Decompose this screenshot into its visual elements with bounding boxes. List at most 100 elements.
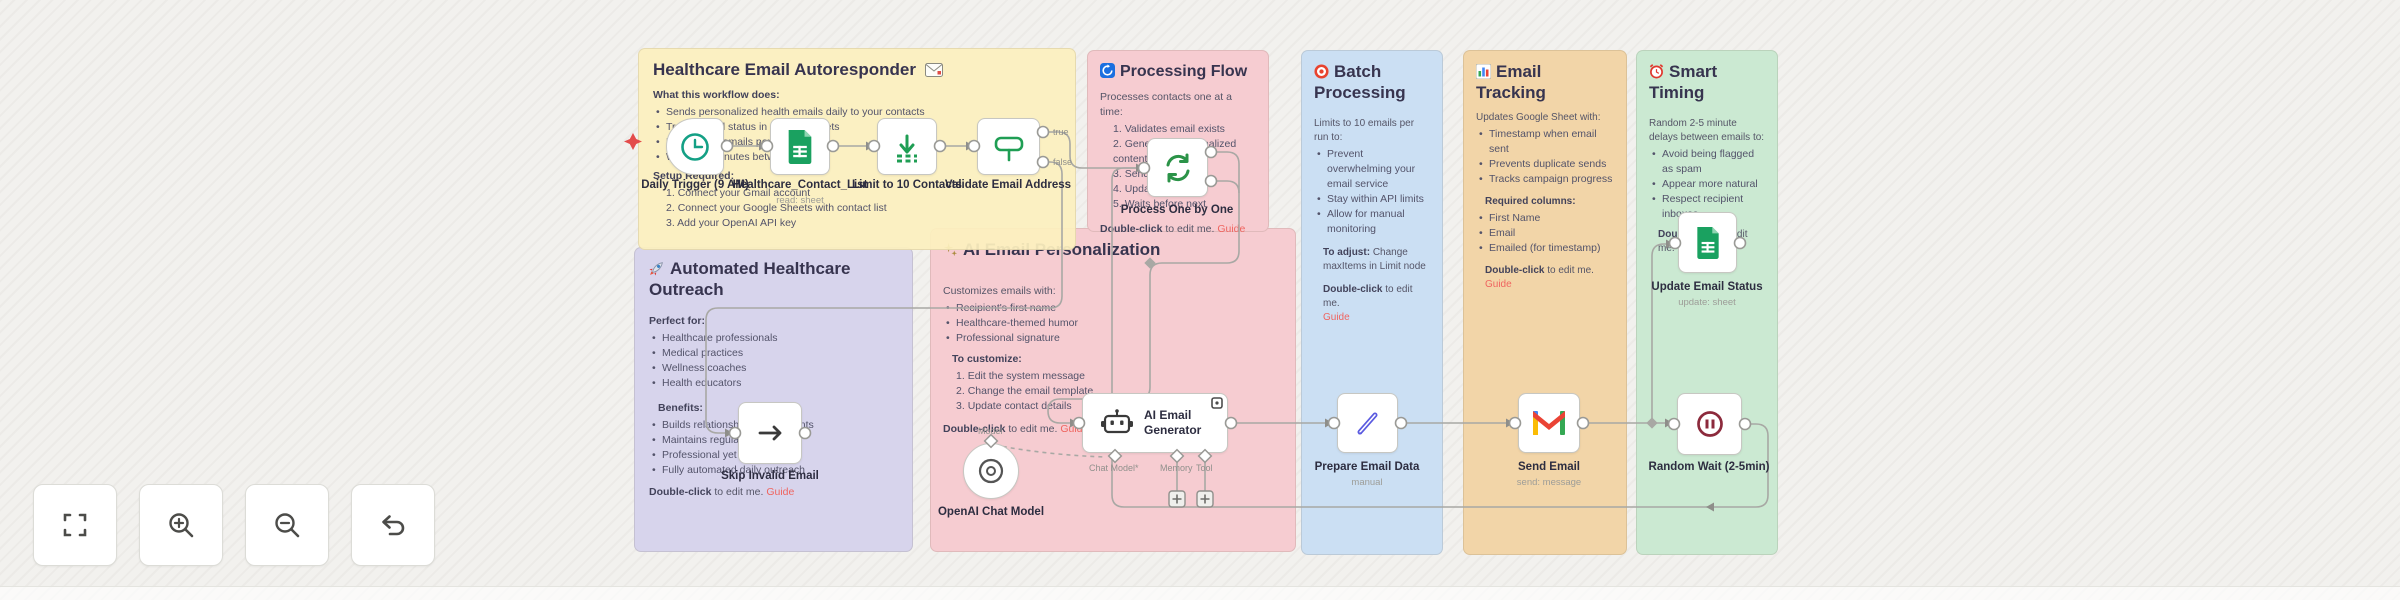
note-step: Add your OpenAI API key [677,217,797,229]
note-bullet: Allow for manual monitoring [1317,207,1430,237]
note-bullet: Recipient's first name [946,301,1281,316]
note-list: Connect your Gmail account Connect your … [653,186,1061,231]
robot-icon [1101,409,1133,434]
undo-button[interactable] [351,484,435,566]
note-bullet: Stay within API limits [1317,192,1430,207]
horizontal-scrollbar[interactable] [0,586,2400,600]
alarm-clock-icon [1649,64,1664,79]
node-send-email[interactable] [1518,393,1580,453]
note-title: Automated Healthcare Outreach [649,259,851,299]
node-label: Random Wait (2-5min) [1648,461,1770,473]
target-icon [1314,64,1329,79]
note-title: Batch Processing [1314,62,1406,102]
node-label: OpenAI Chat Model [937,506,1045,518]
node-prepare-email-data[interactable] [1337,393,1398,453]
port-label-memory: Memory [1160,463,1193,473]
note-step: Edit the system message [967,370,1085,382]
guide-link[interactable]: Guide [1217,223,1246,235]
zoom-in-icon [169,513,194,538]
note-title: Processing Flow [1100,61,1256,82]
node-daily-trigger[interactable] [666,118,724,175]
node-limit[interactable] [877,118,937,175]
undo-icon [382,515,405,536]
note-title: Healthcare Email Autoresponder [653,59,1061,80]
note-heading: Benefits: [658,402,703,414]
fit-view-icon [63,513,87,537]
openai-icon [978,458,1004,484]
gmail-icon [1533,411,1565,435]
sticky-note-personalization[interactable]: AI Email Personalization Customizes emai… [930,228,1296,552]
node-skip-invalid[interactable] [738,402,802,464]
arrow-right-icon [758,425,782,441]
switch-signpost-icon [994,136,1023,161]
note-intro: Limits to 10 emails per run to: [1314,118,1415,143]
port-label-tool: Tool [1196,463,1213,473]
note-bullet: Professional signature [946,331,1281,346]
note-heading: Required columns: [1485,196,1576,207]
zoom-out-icon [275,513,300,538]
node-sublabel: update: sheet [1678,297,1736,308]
google-sheets-icon [1696,226,1719,259]
rocket-icon [649,262,663,276]
schedule-clock-icon [681,132,709,161]
loop-icon [1166,153,1189,182]
note-bullet: Sends personalized health emails daily t… [656,105,1061,120]
note-bullet: Emailed (for timestamp) [1479,241,1614,256]
note-bullet: Tracks campaign progress [1479,172,1614,187]
zoom-out-button[interactable] [245,484,329,566]
note-list: Timestamp when email sent Prevents dupli… [1476,127,1614,187]
port-label-chat-model: Chat Model* [1089,463,1139,473]
note-intro: Updates Google Sheet with: [1476,112,1601,123]
output-label-false: false [1053,157,1073,167]
note-bullet: Healthcare-themed humor [946,316,1281,331]
note-bullet: Health educators [652,376,898,391]
node-sublabel: send: message [1516,477,1582,488]
node-process-one-by-one[interactable] [1147,138,1208,197]
note-bullet: Timestamp when email sent [1479,127,1614,157]
note-bullet: Appear more natural [1652,177,1765,192]
envelope-icon [924,63,943,77]
output-label-true: true [1053,127,1069,137]
note-bullet: Fully automated daily outreach [652,463,898,478]
note-tip: To adjust: Change maxItems in Limit node [1323,247,1426,272]
note-heading: Perfect for: [649,315,706,327]
node-random-wait[interactable] [1677,393,1742,455]
fit-view-button[interactable] [33,484,117,566]
node-sublabel: manual [1351,477,1383,488]
port-label-model: Model [978,426,1003,436]
node-validate-email[interactable] [977,118,1040,175]
note-list: First Name Email Emailed (for timestamp) [1476,211,1614,256]
node-label: Validate Email Address [944,179,1072,191]
note-title: Email Tracking [1475,62,1546,102]
node-label: Send Email [1518,461,1580,473]
note-intro: Customizes emails with: [943,285,1056,297]
node-update-email-status[interactable] [1678,212,1737,273]
note-intro: Processes contacts one at a time: [1100,91,1232,118]
note-title: Smart Timing [1649,62,1718,102]
guide-link[interactable]: Guide [766,486,795,498]
note-heading: What this workflow does: [653,89,780,101]
guide-link[interactable]: Guide [1323,312,1350,323]
note-list: Avoid being flagged as spam Appear more … [1649,147,1765,222]
note-heading: To customize: [952,353,1022,365]
node-openai-chat-model[interactable] [963,443,1019,499]
zoom-in-button[interactable] [139,484,223,566]
guide-link[interactable]: Guide [1485,279,1512,290]
note-bullet: Wellness coaches [652,361,898,376]
note-bullet: Avoid being flagged as spam [1652,147,1765,177]
node-contact-list[interactable] [770,118,830,175]
note-step: Validates email exists [1124,123,1225,135]
sticky-note-outreach[interactable]: Automated Healthcare Outreach Perfect fo… [634,247,913,552]
note-bullet: Medical practices [652,346,898,361]
limit-icon [897,134,917,162]
node-label: Prepare Email Data [1314,461,1420,473]
node-label: Skip Invalid Email [721,470,819,482]
node-label: Update Email Status [1651,281,1763,293]
node-label: Process One by One [1120,204,1234,216]
bar-chart-icon [1475,63,1492,80]
pencil-icon [1357,412,1377,435]
note-footer: Double-click to edit me. Guide [649,486,795,498]
